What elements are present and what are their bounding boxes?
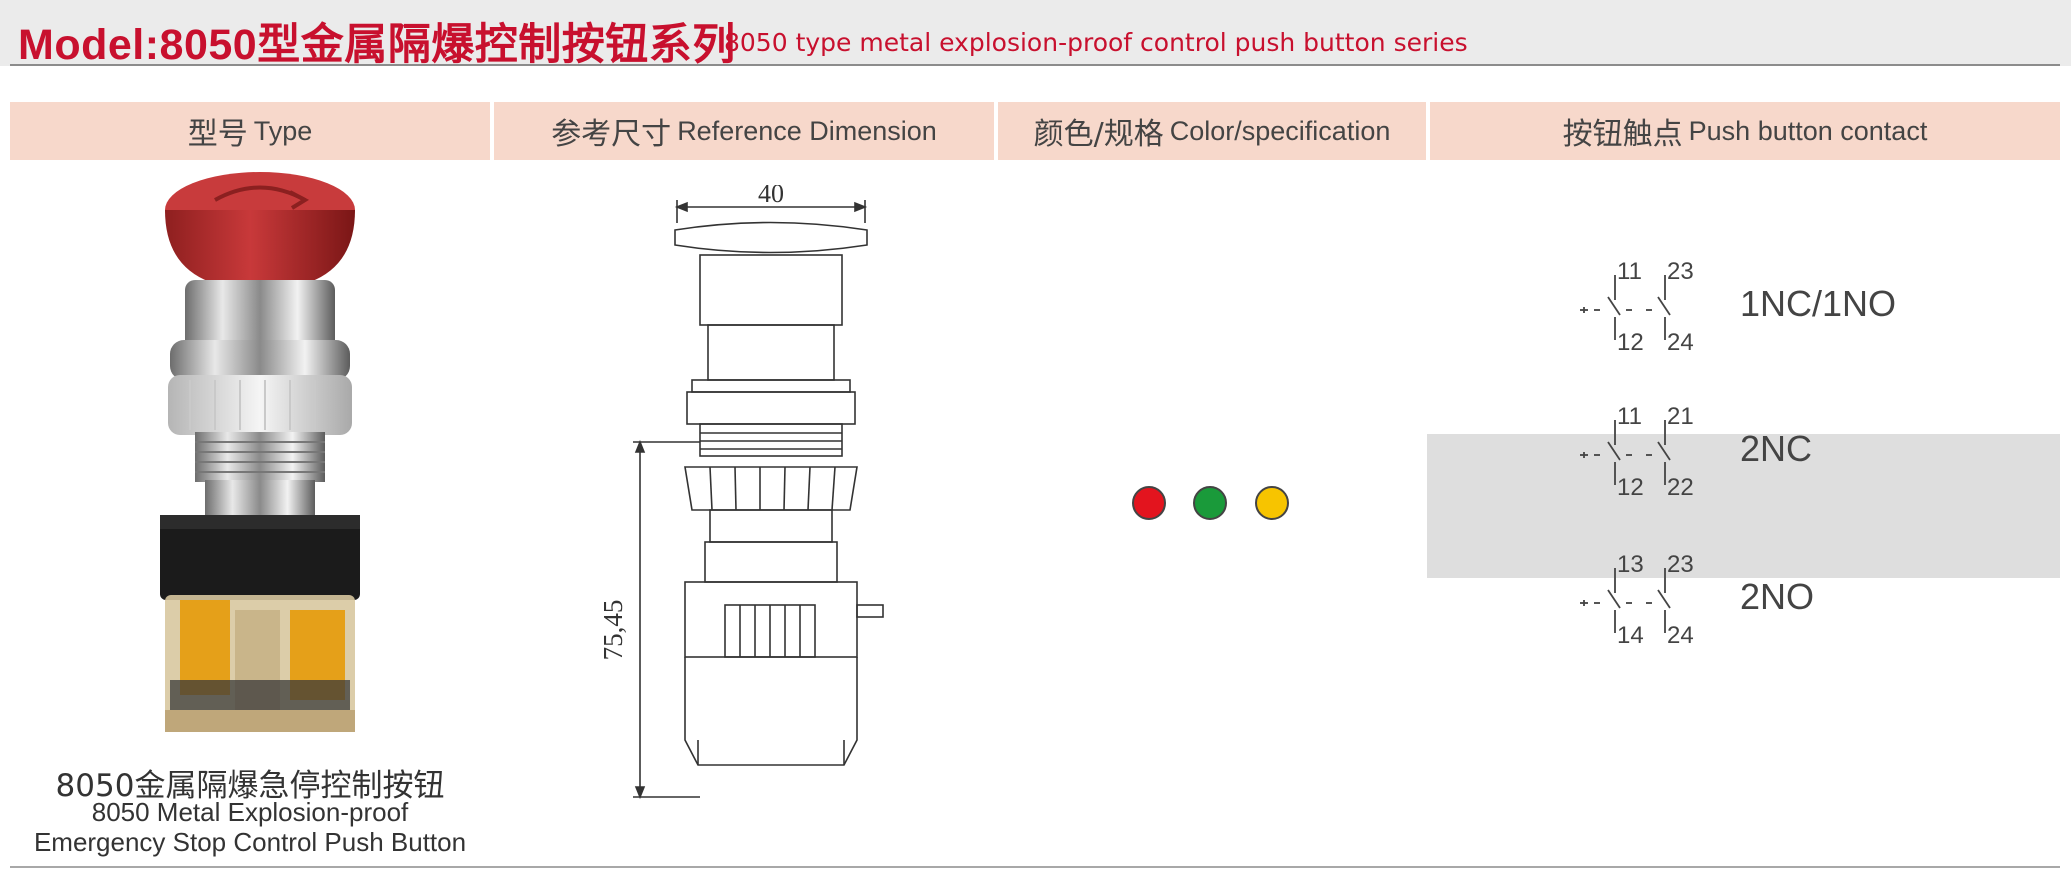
page-subtitle: 8050 type metal explosion-proof control … (724, 28, 1468, 57)
contact-num-bottom-right: 24 (1667, 622, 1694, 648)
contact-num-bottom-left: 14 (1617, 622, 1644, 648)
contact-num-top-right: 23 (1667, 258, 1694, 285)
dimension-height-label: 75,45 (600, 600, 628, 661)
page-title: Model:8050型金属隔爆控制按钮系列 (18, 21, 736, 69)
contact-row-highlight (1427, 434, 2060, 578)
contact-num-top-left: 11 (1617, 403, 1642, 430)
color-dot-red (1132, 486, 1166, 520)
contact-num-top-right: 23 (1667, 551, 1694, 578)
contact-num-top-right: 21 (1667, 403, 1694, 430)
dimension-drawing: 40 75,45 (600, 185, 884, 800)
contact-symbol-1: 11 23 12 24 (1580, 258, 1694, 355)
product-caption-en-line1: 8050 Metal Explosion-proof (91, 797, 409, 827)
contact-num-top-left: 11 (1617, 258, 1642, 285)
header-type-en: Type (253, 115, 313, 146)
header-type: 型号 Type (10, 102, 490, 160)
color-dot-green (1193, 486, 1227, 520)
header-color: 颜色/规格 Color/specification (998, 102, 1426, 160)
contact-num-bottom-left: 12 (1617, 329, 1644, 355)
header-dimension-zh: 参考尺寸 (551, 117, 672, 152)
contact-num-top-left: 13 (1617, 551, 1644, 578)
contact-symbol-2: 11 21 12 22 (1580, 403, 1694, 500)
product-caption-cn: 8050金属隔爆急停控制按钮 (55, 768, 445, 804)
contact-symbol-3: 13 23 14 24 (1580, 551, 1694, 648)
header-color-zh: 颜色/规格 (1033, 117, 1164, 152)
header-contact-en: Push button contact (1688, 115, 1928, 146)
product-photo (160, 172, 360, 732)
bottom-divider (10, 866, 2060, 868)
header-color-en: Color/specification (1169, 115, 1391, 146)
contact-num-bottom-right: 22 (1667, 474, 1694, 500)
contact-label: 2NO (1740, 576, 1815, 617)
product-caption-en-line2: Emergency Stop Control Push Button (33, 827, 467, 857)
header-contact-zh: 按钮触点 (1562, 117, 1683, 152)
header-dimension-en: Reference Dimension (677, 115, 937, 146)
title-divider (10, 64, 2060, 66)
color-dot-yellow (1255, 486, 1289, 520)
header-contact: 按钮触点 Push button contact (1430, 102, 2060, 160)
header-dimension: 参考尺寸 Reference Dimension (494, 102, 994, 160)
table-header: 型号 Type 参考尺寸 Reference Dimension 颜色/规格 C… (10, 102, 2060, 160)
title-bar (0, 0, 2071, 66)
contact-label: 1NC/1NO (1740, 283, 1897, 324)
contact-num-bottom-left: 12 (1617, 474, 1644, 500)
dimension-width-label: 40 (758, 185, 784, 208)
contact-num-bottom-right: 24 (1667, 329, 1694, 355)
header-type-zh: 型号 (187, 117, 248, 152)
contact-label: 2NC (1740, 428, 1813, 469)
